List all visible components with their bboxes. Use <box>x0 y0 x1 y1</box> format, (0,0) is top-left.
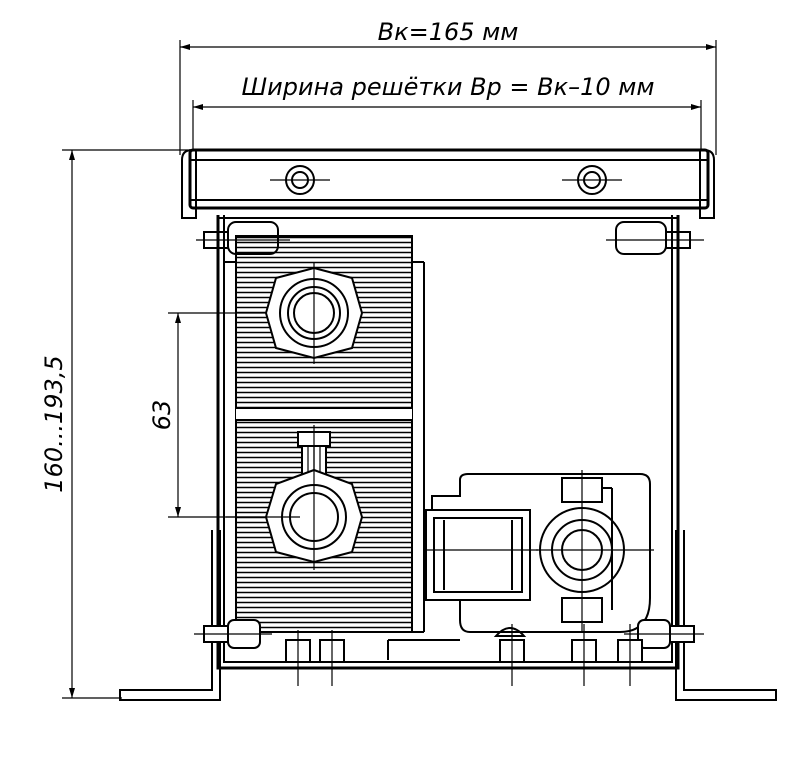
box-width-dimension: Вк=165 мм <box>179 18 717 155</box>
pipe-spacing-label: 63 <box>148 400 176 431</box>
grille-frame <box>181 148 715 219</box>
right-foot-bracket <box>675 530 777 701</box>
grille-width-dimension: Ширина решётки Вр = Вк–10 мм <box>192 73 702 150</box>
left-foot-bracket <box>119 530 221 701</box>
lower-pipe-fitting <box>226 425 364 570</box>
fan-motor-unit <box>425 470 654 633</box>
grille-width-label: Ширина решётки Вр = Вк–10 мм <box>242 73 655 101</box>
lower-mounts <box>194 619 704 686</box>
height-dimension: 160...193,5 <box>40 149 188 699</box>
grille-bolt-right <box>562 165 622 195</box>
box-width-label: Вк=165 мм <box>378 18 519 46</box>
height-range-label: 160...193,5 <box>40 355 68 492</box>
grille-bolt-left <box>270 165 330 195</box>
upper-pipe-fitting <box>264 262 364 364</box>
